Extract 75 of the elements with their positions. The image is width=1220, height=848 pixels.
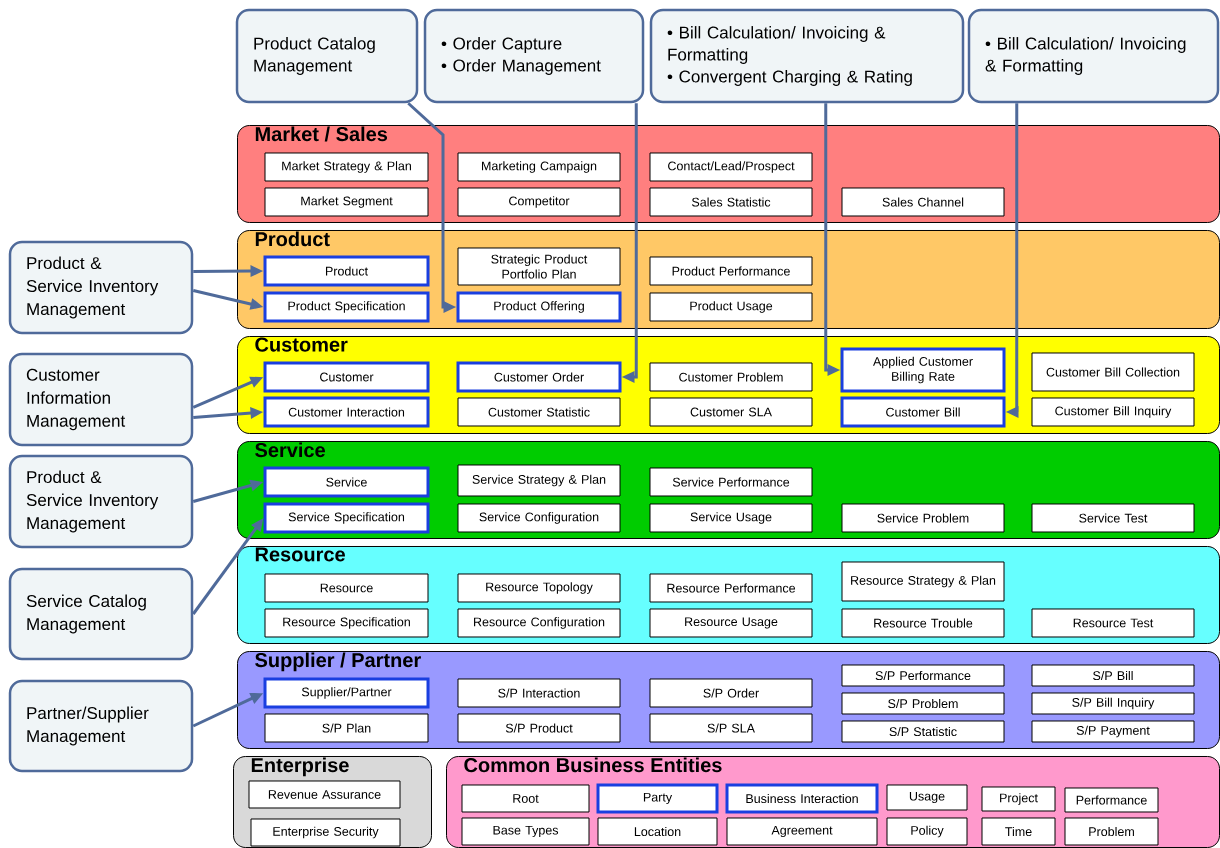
- entity-box: Resource Test: [1031, 608, 1195, 638]
- callout-box: Product Catalog Management: [235, 8, 419, 104]
- entity-box: Performance: [1064, 787, 1159, 813]
- entity-box: Resource Configuration: [457, 608, 621, 638]
- entity-box: Customer Bill Collection: [1031, 352, 1195, 392]
- entity-box: Customer Bill Inquiry: [1031, 397, 1195, 427]
- entity-box: S/P Interaction: [457, 678, 621, 708]
- entity-box: Resource: [264, 573, 429, 603]
- entity-box: Business Interaction: [725, 783, 879, 814]
- entity-box: Product Usage: [649, 292, 813, 322]
- entity-box: Resource Specification: [264, 608, 429, 638]
- entity-box: S/P Payment: [1031, 720, 1195, 743]
- entity-box: S/P Product: [457, 713, 621, 743]
- entity-box: Sales Statistic: [649, 187, 813, 217]
- entity-box: Strategic Product Portfolio Plan: [457, 247, 621, 286]
- callout-box: Partner/Supplier Management: [8, 679, 194, 773]
- entity-box: Customer Problem: [649, 362, 813, 392]
- entity-box: S/P SLA: [649, 713, 813, 743]
- entity-box: Party: [596, 783, 719, 814]
- entity-box: Service Performance: [649, 467, 813, 497]
- entity-box: Customer SLA: [649, 397, 813, 427]
- entity-box: Customer Order: [456, 361, 622, 393]
- entity-box: S/P Plan: [264, 713, 429, 743]
- entity-box: Marketing Campaign: [457, 152, 621, 182]
- entity-box: S/P Statistic: [841, 720, 1005, 743]
- entity-box: S/P Order: [649, 678, 813, 708]
- entity-box: Service Test: [1031, 503, 1195, 533]
- callout-box: Product & Service Inventory Management: [8, 240, 194, 335]
- entity-box: Base Types: [461, 817, 590, 846]
- entity-box: Root: [461, 784, 590, 813]
- entity-box: Location: [597, 817, 718, 846]
- entity-box: Service Problem: [841, 503, 1005, 533]
- entity-box: Time: [981, 817, 1056, 846]
- entity-box: Competitor: [457, 187, 621, 217]
- entity-box: Product Performance: [649, 256, 813, 286]
- entity-box: Service Strategy & Plan: [457, 464, 621, 497]
- entity-box: Revenue Assurance: [248, 780, 401, 809]
- entity-box: Agreement: [726, 817, 878, 846]
- entity-box: Service: [263, 466, 430, 498]
- entity-box: Resource Strategy & Plan: [841, 561, 1005, 602]
- callout-box: • Bill Calculation/ Invoicing & Formatting • Convergent Charging & Rating: [649, 8, 965, 104]
- entity-box: Usage: [886, 784, 968, 811]
- entity-box: S/P Problem: [841, 692, 1005, 715]
- entity-box: Customer Statistic: [457, 397, 621, 427]
- entity-box: Supplier/Partner: [263, 677, 430, 709]
- callout-box: Product & Service Inventory Management: [8, 454, 194, 549]
- entity-box: Resource Performance: [649, 573, 813, 603]
- entity-box: Customer Interaction: [263, 396, 430, 428]
- entity-box: Applied Customer Billing Rate: [840, 347, 1006, 393]
- entity-box: Sales Channel: [841, 187, 1005, 217]
- entity-box: Service Configuration: [457, 503, 621, 533]
- entity-box: Service Usage: [649, 503, 813, 533]
- entity-box: Project: [981, 786, 1056, 812]
- callout-box: • Order Capture • Order Management: [423, 8, 645, 104]
- callout-box: Customer Information Management: [8, 352, 194, 447]
- entity-box: Customer: [263, 361, 430, 393]
- entity-box: Product Specification: [263, 291, 430, 323]
- entity-box: Problem: [1064, 817, 1159, 846]
- entity-box: Contact/Lead/Prospect: [649, 152, 813, 182]
- entity-box: Resource Trouble: [841, 608, 1005, 638]
- callout-box: Service Catalog Management: [8, 567, 194, 661]
- entity-box: S/P Bill: [1031, 664, 1195, 687]
- entity-box: Policy: [886, 817, 968, 846]
- entity-box: Resource Usage: [649, 608, 813, 638]
- callout-box: • Bill Calculation/ Invoicing & Formatting: [967, 8, 1220, 104]
- entity-box: S/P Bill Inquiry: [1031, 692, 1195, 715]
- entity-box: S/P Performance: [841, 664, 1005, 687]
- entity-box: Enterprise Security: [250, 818, 401, 847]
- entity-box: Product Offering: [456, 291, 622, 323]
- entity-box: Service Specification: [263, 502, 430, 534]
- entity-box: Product: [263, 255, 430, 287]
- entity-box: Resource Topology: [457, 573, 621, 603]
- entity-box: Market Strategy & Plan: [264, 152, 429, 182]
- entity-box: Customer Bill: [840, 396, 1006, 428]
- entity-box: Market Segment: [264, 187, 429, 217]
